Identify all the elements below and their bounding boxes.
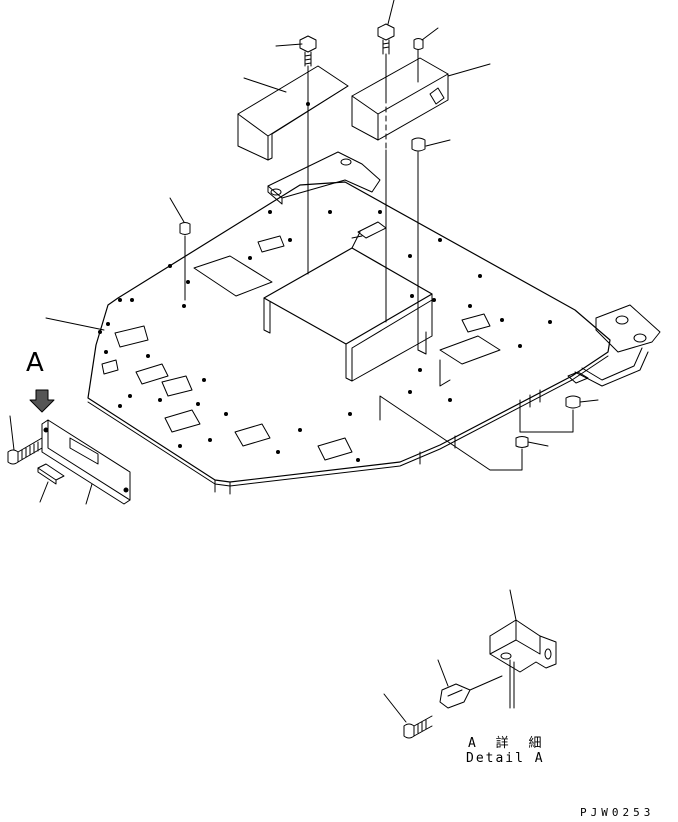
- drawing-number: PJW0253: [580, 806, 655, 819]
- view-arrow: [29, 389, 55, 413]
- detail-a-bracket: [489, 589, 557, 709]
- left-cover: [237, 65, 349, 161]
- floor-plate: [87, 181, 611, 495]
- right-handle: [567, 304, 661, 387]
- detail-a-bolt: [383, 693, 433, 739]
- right-cover: [351, 57, 449, 141]
- rubber-strip: [37, 463, 65, 485]
- center-box-cover: [263, 221, 433, 382]
- bolt-center-cover: [377, 23, 395, 323]
- cap-right-rear-plug: [519, 395, 581, 433]
- view-label-a: A: [26, 348, 44, 378]
- cap-left-plug: [179, 222, 191, 301]
- cap-right-cover: [413, 38, 424, 83]
- cap-front-right-plug: [379, 395, 529, 471]
- bolt-left-cover: [299, 35, 317, 275]
- detail-label-english: Detail A: [466, 751, 545, 766]
- front-cover-plate: [41, 419, 131, 505]
- cap-center-plug: [411, 137, 426, 351]
- leader-lines: [9, 0, 599, 505]
- front-bolt: [7, 437, 43, 465]
- plug-pointer: [439, 359, 451, 387]
- detail-label-japanese: A 詳 細: [468, 736, 548, 751]
- rear-bracket: [267, 151, 381, 205]
- detail-a-clip: [437, 659, 503, 709]
